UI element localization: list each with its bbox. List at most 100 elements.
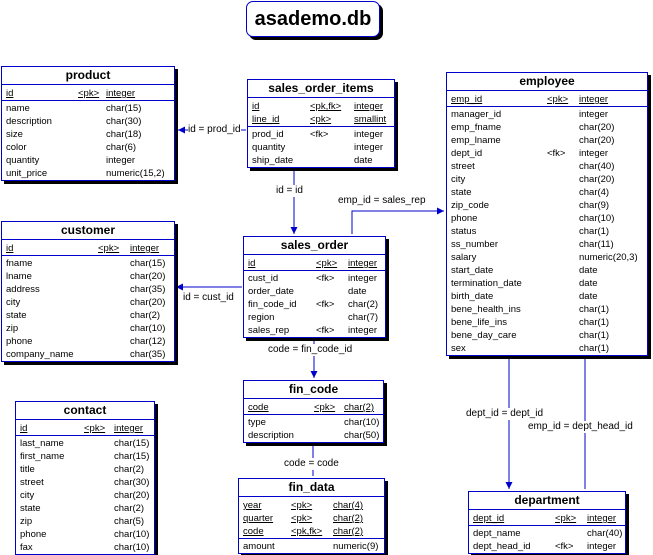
column-name: fax	[20, 542, 33, 553]
column-key: <pk>	[78, 88, 100, 99]
column-type: char(5)	[114, 516, 145, 527]
column-row: dept_id<fk>integer	[451, 147, 643, 160]
column-name: city	[6, 297, 21, 308]
column-key: <pk>	[291, 513, 313, 524]
column-name: quantity	[252, 142, 286, 153]
entity-name: customer	[2, 222, 174, 240]
column-type: char(9)	[579, 200, 610, 211]
column-name: id	[248, 258, 256, 269]
relationship-label: emp_id = sales_rep	[338, 195, 426, 207]
column-type: char(20)	[130, 271, 166, 282]
column-name: birth_date	[451, 291, 494, 302]
column-name: id	[6, 88, 14, 99]
column-type: char(15)	[106, 103, 142, 114]
column-type: char(2)	[348, 299, 379, 310]
column-type: char(40)	[579, 161, 615, 172]
column-name: region	[248, 312, 275, 323]
column-row: lname char(20)	[6, 270, 170, 283]
column-name: sales_rep	[248, 325, 290, 336]
column-name: street	[451, 161, 475, 172]
column-row: quarter<pk>char(2)	[243, 512, 380, 525]
key-separator	[2, 255, 174, 256]
column-name: line_id	[252, 114, 280, 125]
column-type: char(12)	[130, 336, 166, 347]
diagram-title: asademo.db	[246, 1, 380, 37]
column-type: char(20)	[130, 297, 166, 308]
entity-name: employee	[447, 73, 647, 91]
column-type: date	[579, 291, 598, 302]
column-key: <pk>	[310, 114, 332, 125]
relationship-label: code = fin_code_id	[268, 344, 353, 356]
column-type: char(30)	[106, 116, 142, 127]
column-type: integer	[106, 155, 136, 166]
key-separator	[244, 270, 385, 271]
column-type: char(2)	[344, 402, 375, 413]
column-row: id<pk>integer	[6, 87, 170, 100]
key-separator	[248, 126, 394, 127]
column-key: <fk>	[316, 325, 335, 336]
column-key: <fk>	[310, 129, 329, 140]
column-name: name	[6, 103, 30, 114]
column-type: char(2)	[114, 503, 145, 514]
column-row: code<pk>char(2)	[248, 401, 379, 414]
column-name: quarter	[243, 513, 274, 524]
column-type: char(10)	[579, 213, 615, 224]
column-name: phone	[20, 529, 47, 540]
column-type: char(15)	[130, 258, 166, 269]
column-type: char(10)	[130, 323, 166, 334]
column-name: zip_code	[451, 200, 490, 211]
column-name: lname	[6, 271, 32, 282]
column-name: year	[243, 500, 262, 511]
column-row: city char(20)	[6, 296, 170, 309]
column-type: char(2)	[130, 310, 161, 321]
relationship-label: dept_id = dept_id	[466, 408, 544, 420]
column-type: char(20)	[579, 122, 615, 133]
column-name: bene_health_ins	[451, 304, 521, 315]
relationship-label: id = id	[276, 185, 303, 197]
column-row: dept_id<pk>integer	[473, 512, 621, 525]
column-name: dept_head_id	[473, 541, 531, 552]
relationship-label: id = prod_id	[188, 124, 241, 136]
column-name: dept_id	[451, 148, 483, 159]
entity-name: fin_code	[244, 381, 383, 399]
entity-name: contact	[16, 402, 154, 420]
column-key: <pk>	[316, 258, 338, 269]
entity-fin-data[interactable]: fin_data year<pk>char(4)quarter<pk>char(…	[238, 478, 385, 554]
column-type: integer	[354, 101, 384, 112]
column-name: bene_life_ins	[451, 317, 507, 328]
column-key: <fk>	[555, 541, 574, 552]
column-key: <pk,fk>	[291, 526, 323, 537]
column-name: ss_number	[451, 239, 498, 250]
column-name: dept_id	[473, 513, 505, 524]
column-key: <pk>	[98, 243, 120, 254]
